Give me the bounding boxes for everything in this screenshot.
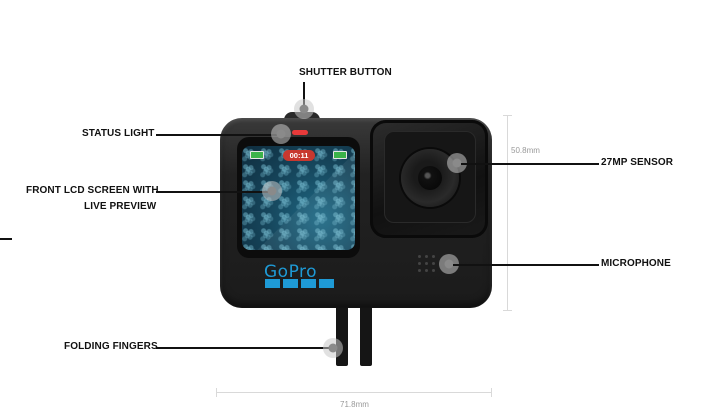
screen-glare [242, 146, 355, 250]
callout-label-sensor: 27MP SENSOR [601, 157, 674, 168]
lens-glass [418, 166, 442, 190]
callout-line-microphone [453, 264, 599, 266]
status-led [292, 130, 308, 135]
callout-dot-front-lcd [267, 186, 277, 196]
height-dimension-label: 50.8mm [511, 146, 540, 155]
height-dimension-cap-top [503, 115, 512, 116]
width-dimension-label: 71.8mm [340, 400, 369, 409]
folding-finger-right [360, 308, 372, 366]
callout-dot-shutter-button [299, 104, 309, 114]
callout-label-folding-fingers: FOLDING FINGERS [64, 341, 158, 352]
callout-line-shutter-button [303, 82, 305, 108]
callout-dot-folding-fingers [328, 343, 338, 353]
width-dimension-line [216, 392, 492, 393]
battery-icon-left [250, 151, 264, 159]
height-dimension-cap-bottom [503, 310, 512, 311]
width-dimension-cap-right [491, 388, 492, 397]
folding-finger-left [336, 308, 348, 366]
gopro-logo-text: GoPro [264, 262, 318, 282]
battery-icon-right [333, 151, 347, 159]
callout-label-front-lcd-line2: LIVE PREVIEW [84, 201, 157, 212]
height-dimension-line [507, 115, 508, 310]
callout-line-front-lcd [156, 191, 271, 193]
callout-line-status-light [156, 134, 280, 136]
underwater-preview-image [242, 146, 355, 250]
callout-line-folding-fingers [156, 347, 332, 349]
callout-dot-status-light [276, 129, 286, 139]
callout-label-front-lcd-line1: FRONT LCD SCREEN WITH [26, 185, 159, 196]
recording-time-badge: 00:11 [283, 150, 315, 161]
width-dimension-cap-left [216, 388, 217, 397]
callout-label-status-light: STATUS LIGHT [82, 128, 155, 139]
callout-line-sensor [461, 163, 599, 165]
microphone-grille [418, 255, 435, 272]
left-edge-dash [0, 238, 12, 240]
callout-dot-microphone [444, 259, 454, 269]
gopro-logo-blocks [265, 279, 334, 288]
callout-label-shutter-button: SHUTTER BUTTON [299, 67, 392, 78]
front-lcd-screen: 00:11 [242, 146, 355, 250]
callout-label-microphone: MICROPHONE [601, 258, 671, 269]
callout-dot-sensor [452, 158, 462, 168]
